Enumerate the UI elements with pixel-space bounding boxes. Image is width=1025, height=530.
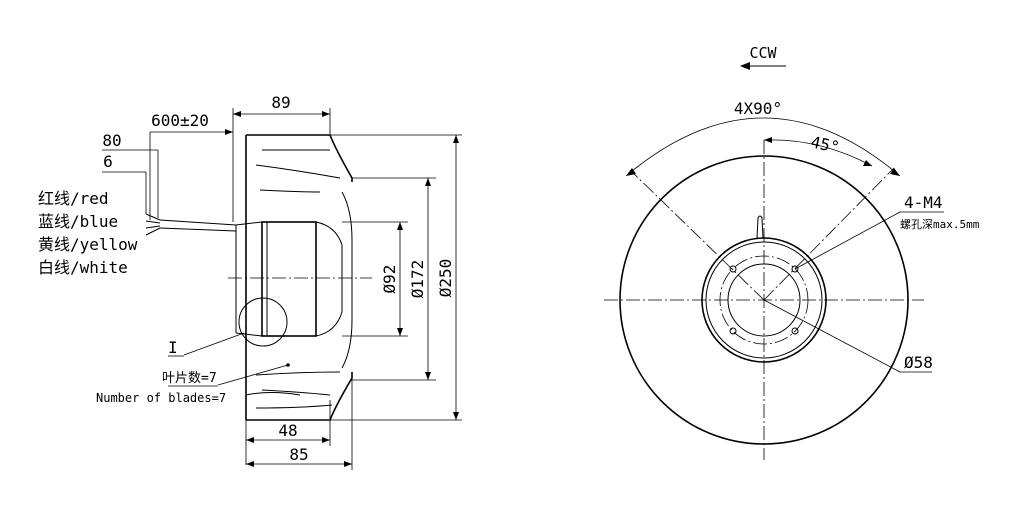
dim-80-label: 80 <box>102 131 121 150</box>
dim-85-label: 85 <box>289 445 308 464</box>
cable-sheath <box>159 219 237 232</box>
dim-6-label: 6 <box>103 152 113 171</box>
wire-label-yellow: 黄线/yellow <box>38 235 138 254</box>
wire-label-red: 红线/red <box>38 189 109 208</box>
dim-172-label: Ø172 <box>408 260 427 299</box>
thread-depth-note: 螺孔深max.5mm <box>900 218 980 231</box>
rotation-label: CCW <box>749 44 777 62</box>
angle-45-label: 45° <box>809 132 841 157</box>
side-view: 89 600±20 80 6 红线/red 蓝线/blue 黄线/yellow … <box>38 93 462 470</box>
thread-leader <box>794 211 901 270</box>
blades-cn-label: 叶片数=7 <box>162 371 217 386</box>
cable-exit <box>756 215 764 239</box>
shroud-contour <box>341 191 353 369</box>
thread-label: 4-M4 <box>904 193 943 212</box>
front-view: 4X90° 45° CCW 4-M4 螺孔深max.5mm Ø58 <box>604 44 980 460</box>
arc-45 <box>763 139 873 167</box>
wire-label-white: 白线/white <box>38 258 128 277</box>
bolt-hole-icon <box>791 327 799 335</box>
detail-marker-label: I <box>168 338 178 357</box>
wire-leads <box>145 213 161 236</box>
dim-250-label: Ø250 <box>436 259 455 298</box>
bolt-hole-icon <box>729 327 737 335</box>
motor-body <box>261 221 317 337</box>
bolt-circle-label: Ø58 <box>904 353 933 372</box>
radial-line-right <box>763 167 895 301</box>
dim-48-label: 48 <box>278 421 297 440</box>
detail-leader <box>183 332 245 356</box>
blade-leader-dot <box>286 363 290 367</box>
motor-hub <box>235 221 343 337</box>
dim-600-label: 600±20 <box>151 111 209 130</box>
bolt-hole-icon <box>729 265 737 273</box>
hole-angle-label: 4X90° <box>734 99 782 118</box>
arc-90 <box>625 117 901 177</box>
blades-en-label: Number of blades=7 <box>96 391 226 405</box>
rotation-arrowhead-icon <box>740 62 750 70</box>
radial-line-left <box>629 169 765 301</box>
dim-92-label: Ø92 <box>380 265 399 294</box>
bolt-hole-icon <box>791 265 799 273</box>
detail-circle <box>238 297 288 347</box>
wire-label-blue: 蓝线/blue <box>38 212 118 231</box>
blade-profiles <box>245 149 341 409</box>
bolt-circle-leader <box>763 299 901 373</box>
bolt-holes <box>729 265 799 335</box>
dim-89-label: 89 <box>271 93 290 112</box>
blade-leader <box>217 364 289 386</box>
